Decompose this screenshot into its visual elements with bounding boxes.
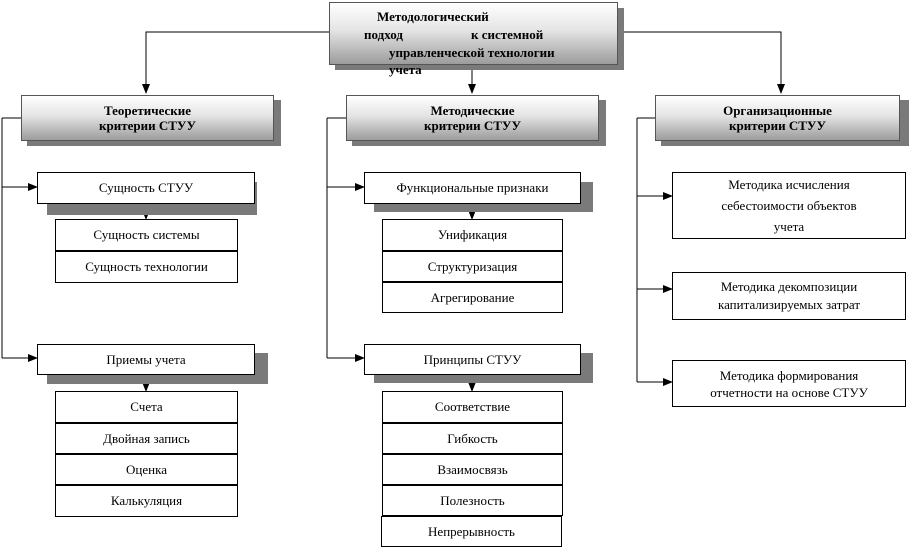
list-item: Структуризация <box>382 251 563 282</box>
list-item: Полезность <box>382 485 563 516</box>
principles-stuu-node: Принципы СТУУ <box>364 344 581 375</box>
root-line-4: управленческой технологии <box>389 45 555 60</box>
list-item: Двойная запись <box>55 423 238 454</box>
list-item: Агрегирование <box>382 282 563 313</box>
root-line-5: учета <box>389 62 422 77</box>
root-line-2: подход <box>364 27 403 42</box>
method-cost-decomposition: Методика декомпозиции капитализируемых з… <box>672 272 906 320</box>
method-reporting: Методика формирования отчетности на осно… <box>672 360 906 407</box>
root-line-1: Методологический <box>377 9 489 24</box>
root-line-3: к системной <box>471 27 544 42</box>
list-item: Счета <box>55 391 238 423</box>
root-to-theory-arrow <box>142 31 329 94</box>
list-item: Калькуляция <box>55 485 238 517</box>
method-cost-calculation: Методика исчисления себестоимости объект… <box>672 172 906 239</box>
accounting-methods-node: Приемы учета <box>37 344 255 375</box>
essence-stuu-node: Сущность СТУУ <box>37 172 255 204</box>
list-item: Сущность технологии <box>55 251 238 283</box>
list-item: Сущность системы <box>55 219 238 251</box>
list-item: Унификация <box>382 219 563 251</box>
list-item: Взаимосвязь <box>382 454 563 485</box>
list-item: Оценка <box>55 454 238 485</box>
list-item: Гибкость <box>382 423 563 454</box>
org-criteria-header: Организационные критерии СТУУ <box>655 95 900 141</box>
root-node: Методологический подход к системной упра… <box>329 2 618 77</box>
functional-features-node: Функциональные признаки <box>364 172 581 204</box>
list-item: Непрерывность <box>381 516 562 547</box>
method-criteria-header: Методические критерии СТУУ <box>346 95 599 141</box>
root-to-org-arrow <box>617 31 785 94</box>
list-item: Соответствие <box>382 391 563 423</box>
theory-criteria-header: Теоретические критерии СТУУ <box>21 95 274 141</box>
